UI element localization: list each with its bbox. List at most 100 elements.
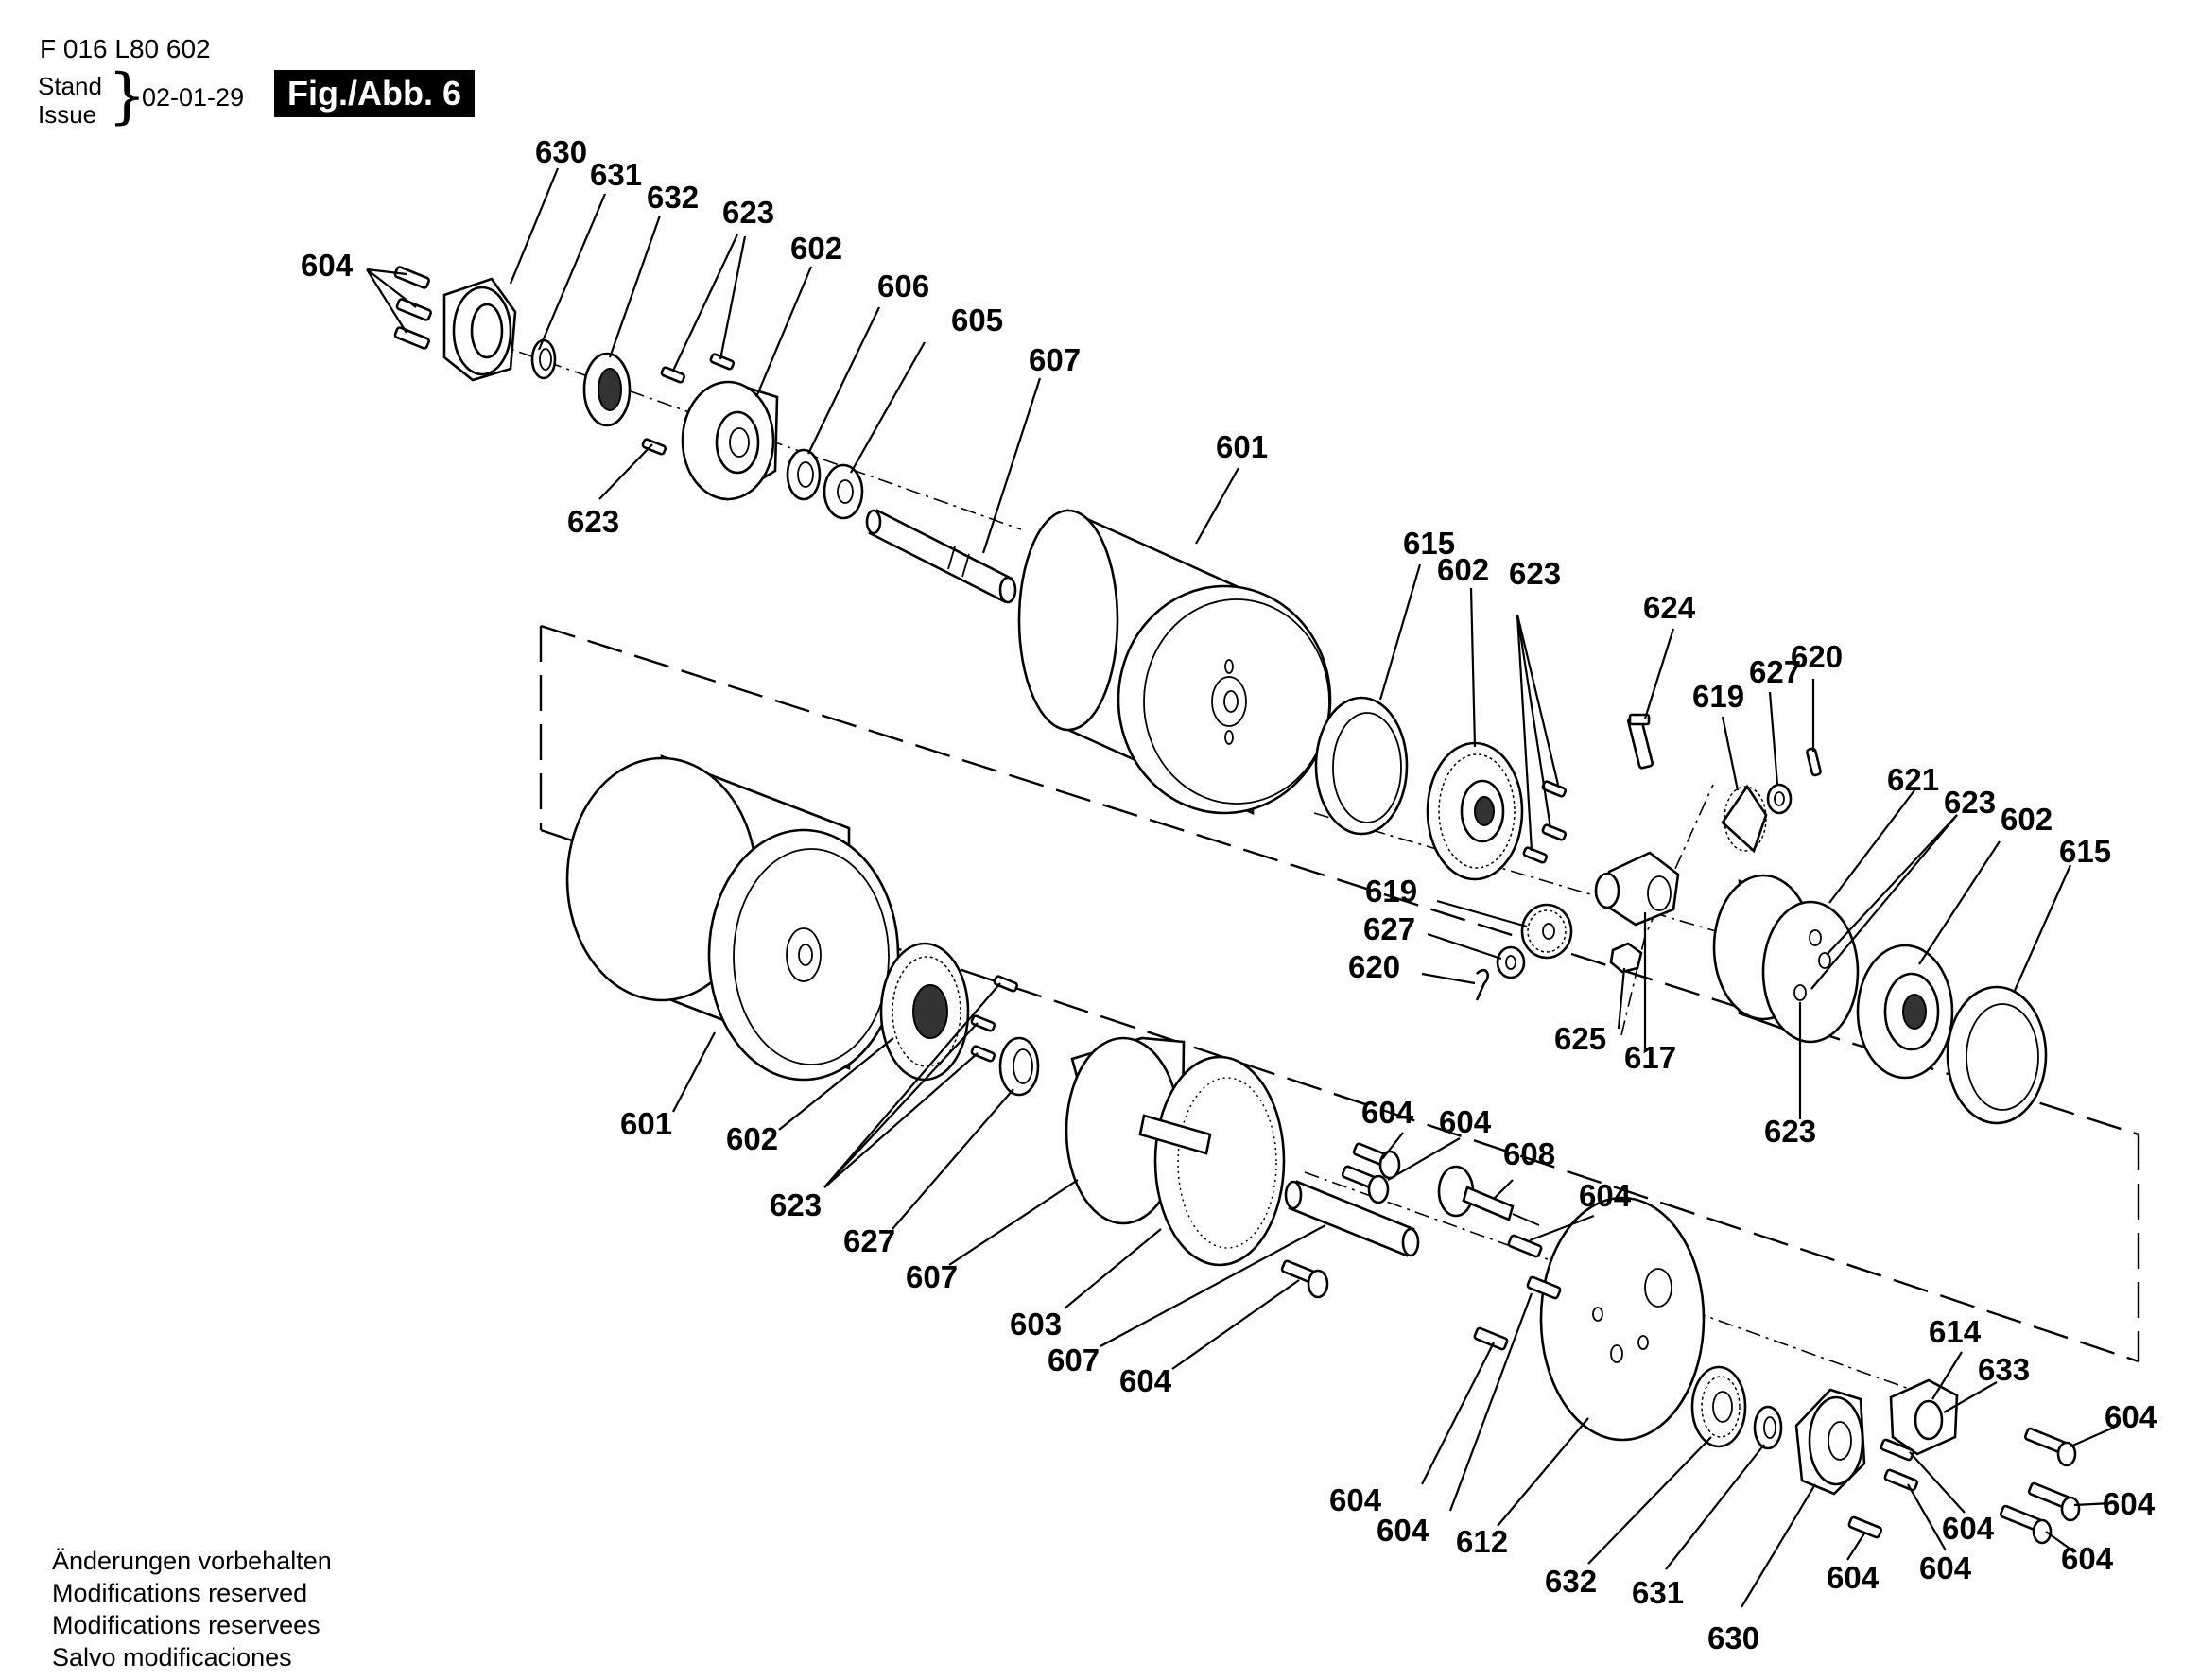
gear-602-lower (879, 942, 970, 1082)
bevel-gear-619-lower (1520, 903, 1573, 960)
washer-627-lower (1496, 945, 1526, 979)
callout-623-a: 623 (722, 195, 774, 230)
pin-620-upper (1806, 747, 1822, 777)
end-cap-630-upper (442, 277, 517, 382)
bearing-632-lower (1690, 1365, 1747, 1448)
screws-604-lower-left (1280, 1142, 1401, 1299)
callout-601-a: 601 (1216, 429, 1268, 464)
callout-627-c: 627 (843, 1223, 895, 1258)
callout-625: 625 (1554, 1021, 1606, 1056)
callout-604-m: 604 (1377, 1513, 1429, 1548)
callout-623-d: 623 (1944, 785, 1996, 820)
pins-623-lower (970, 975, 1019, 1063)
callout-608: 608 (1503, 1136, 1555, 1171)
plate-612 (1539, 1196, 1706, 1442)
callout-631-upper: 631 (590, 157, 642, 192)
bevel-gear-619-upper (1721, 784, 1768, 854)
bearing-632-upper (582, 352, 632, 427)
shaft-607-lower (1284, 1180, 1420, 1257)
callout-619-b: 619 (1365, 874, 1417, 909)
stand-issue-labels: Stand Issue (38, 72, 102, 129)
callout-620-a: 620 (1791, 639, 1843, 674)
pin-620-lower (1475, 968, 1489, 1001)
screws-604-upper (393, 266, 432, 350)
callout-619-a: 619 (1692, 679, 1744, 714)
pins-623-upper (641, 353, 736, 456)
callout-621: 621 (1887, 762, 1939, 797)
drum-601-lower (565, 754, 900, 1082)
callout-606: 606 (877, 268, 929, 303)
callout-624: 624 (1643, 590, 1696, 625)
callout-604-g: 604 (2103, 1486, 2156, 1521)
callout-603: 603 (1010, 1307, 1062, 1342)
note-spanish: Salvo modificaciones (52, 1643, 292, 1671)
callout-631-lower: 631 (1632, 1575, 1684, 1610)
callout-615-a: 615 (1403, 526, 1455, 561)
callout-604-d: 604 (1439, 1104, 1492, 1139)
callout-620-b: 620 (1348, 949, 1400, 984)
callout-602-d: 602 (726, 1121, 778, 1156)
callout-623-b: 623 (567, 504, 619, 539)
callout-604-a: 604 (301, 248, 354, 283)
housing-617 (1594, 851, 1680, 927)
callout-601-b: 601 (620, 1106, 672, 1141)
callout-614: 614 (1929, 1314, 1982, 1349)
flange-602-right (1856, 944, 1954, 1080)
callout-607-c: 607 (1048, 1342, 1100, 1377)
callout-612: 612 (1456, 1524, 1508, 1559)
figure-label: Fig./Abb. 6 (274, 70, 475, 117)
callout-617: 617 (1624, 1040, 1676, 1075)
callout-604-k: 604 (1827, 1560, 1880, 1595)
ring-615-upper (1314, 696, 1409, 836)
callout-604-c: 604 (1361, 1095, 1414, 1130)
callout-604-j: 604 (1919, 1550, 1972, 1585)
gear-602-upper (1426, 741, 1524, 881)
callout-633: 633 (1978, 1352, 2030, 1387)
note-english: Modifications reserved (52, 1579, 308, 1607)
end-cap-630-lower (1794, 1388, 1866, 1496)
callout-623-e: 623 (1764, 1114, 1816, 1149)
shaft-607-upper (865, 509, 1017, 604)
bracket-614 (1889, 1378, 1959, 1456)
callout-604-l: 604 (1329, 1482, 1382, 1517)
clip-606 (786, 448, 822, 501)
callout-632-upper: 632 (647, 180, 699, 215)
callout-602-a: 602 (790, 231, 842, 266)
ring-615-right (1946, 985, 2048, 1125)
callout-604-e: 604 (1579, 1178, 1632, 1213)
callout-615-b: 615 (2059, 834, 2111, 869)
callout-labels: 630 631 632 623 602 606 605 607 604 623 … (301, 134, 2157, 1655)
stand-label: Stand (38, 72, 102, 100)
callout-627-a: 627 (1749, 654, 1801, 689)
callout-602-c: 602 (2001, 802, 2053, 837)
flange-602-upper (681, 380, 779, 501)
brace-symbol: } (108, 61, 147, 131)
issue-date: 02-01-29 (142, 83, 245, 112)
ring-gear-603 (1065, 1036, 1286, 1267)
document-number: F 016 L80 602 (40, 34, 211, 63)
callout-623-f: 623 (770, 1187, 822, 1222)
callout-632-lower: 632 (1545, 1564, 1597, 1599)
pins-623-gear (1522, 780, 1568, 864)
washer-605 (823, 463, 864, 520)
callout-623-c: 623 (1509, 556, 1561, 591)
callout-604-f: 604 (2105, 1399, 2157, 1434)
callout-604-i: 604 (1942, 1511, 1995, 1546)
callout-604-b: 604 (1119, 1363, 1172, 1398)
callout-604-h: 604 (2061, 1541, 2114, 1576)
callout-602-b: 602 (1437, 552, 1489, 587)
note-german: Änderungen vorbehalten (52, 1547, 332, 1575)
callout-607-a: 607 (1029, 342, 1081, 377)
washer-627-upper (1766, 783, 1793, 815)
shaft-608 (1437, 1165, 1540, 1226)
callout-627-b: 627 (1363, 911, 1415, 946)
callout-630-upper: 630 (535, 134, 587, 169)
ring-627-lower (998, 1036, 1040, 1097)
leader-lines (366, 167, 2119, 1608)
drum-621-right (1712, 874, 1860, 1044)
nut-625 (1609, 942, 1643, 974)
callout-605: 605 (951, 303, 1003, 338)
screw-624 (1627, 713, 1654, 770)
circlip-631-upper (530, 338, 557, 380)
